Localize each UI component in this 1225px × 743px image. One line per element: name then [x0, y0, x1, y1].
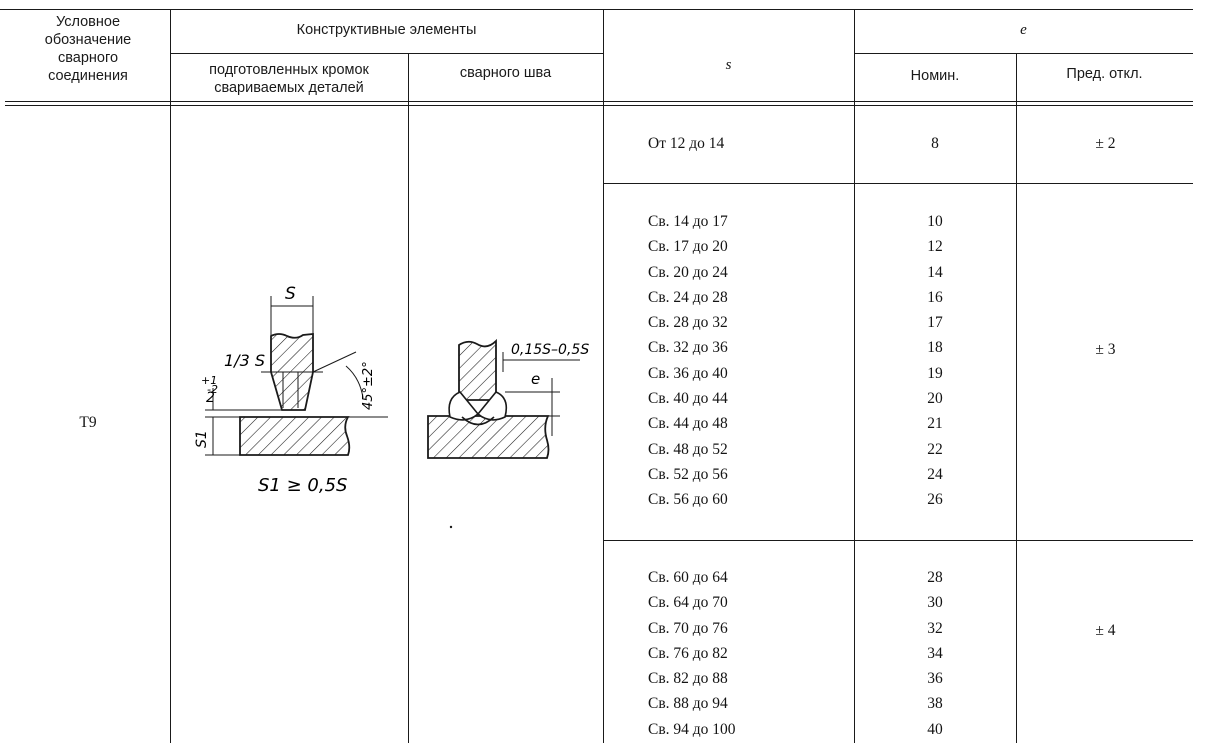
- list-item: Св. 14 до 17: [648, 213, 728, 230]
- list-item: 10: [927, 213, 943, 230]
- subheader-rule-structural: [170, 53, 603, 54]
- list-item: Св. 24 до 28: [648, 288, 728, 306]
- list-item: Св. 36 до 40: [648, 364, 728, 382]
- weld-upper-plate: [458, 338, 497, 401]
- list-item: 12: [927, 238, 943, 256]
- weld-lower-plate: [427, 415, 550, 459]
- list-item: 22: [927, 440, 943, 458]
- col-divider-5: [1016, 53, 1017, 743]
- col-divider-1: [170, 9, 171, 743]
- third-s-label: 1/3 S: [224, 351, 265, 370]
- list-item: Св. 44 до 48: [648, 415, 728, 433]
- weld-e-label: e: [531, 370, 540, 388]
- list-item: 8: [931, 135, 939, 152]
- list-item: 28: [927, 569, 943, 586]
- scan-dot: [449, 525, 453, 529]
- gap-upper-tolerance: +1: [201, 374, 217, 387]
- list-item: 16: [927, 288, 943, 306]
- row-designation: Т9: [79, 414, 97, 431]
- list-item: 40: [927, 720, 943, 738]
- angle-label: 45°±2°: [361, 361, 376, 410]
- list-item: 21: [927, 415, 943, 433]
- list-item: Св. 64 до 70: [648, 594, 728, 612]
- list-item: 34: [927, 644, 943, 662]
- gap-lower-tolerance: -2: [207, 383, 218, 396]
- header-prepared-edges: подготовленных кромок свариваемых детале…: [209, 62, 369, 96]
- list-item: Св. 52 до 56: [648, 465, 728, 483]
- s1-label: S1: [194, 430, 210, 448]
- group-rule-1: [603, 183, 1193, 184]
- list-item: 36: [927, 670, 943, 688]
- list-item: Св. 56 до 60: [648, 491, 728, 509]
- list-item: Св. 70 до 76: [648, 619, 728, 637]
- nominal-list-1: 8: [855, 131, 1015, 156]
- weld-drawing: 0,15S–0,5S e: [427, 338, 589, 529]
- deviation-3: ± 4: [1095, 622, 1116, 639]
- list-item: Св. 60 до 64: [648, 569, 728, 586]
- list-item: Св. 82 до 88: [648, 670, 728, 688]
- list-item: Св. 32 до 36: [648, 339, 728, 357]
- col-divider-4: [854, 9, 855, 743]
- s-dimension-label: S: [285, 284, 296, 304]
- s-range-list-2: Св. 14 до 17 Св. 17 до 20 Св. 20 до 24 С…: [648, 209, 848, 513]
- header-rule-2: [5, 105, 1193, 106]
- col-divider-2: [408, 53, 409, 743]
- list-item: 26: [927, 491, 943, 509]
- weld-offset-label: 0,15S–0,5S: [511, 342, 589, 358]
- col-divider-3: [603, 9, 604, 743]
- s-range-list-1: От 12 до 14: [648, 131, 848, 156]
- list-item: От 12 до 14: [648, 135, 725, 152]
- top-rule: [0, 9, 1193, 10]
- lower-plate-shape: [239, 416, 351, 456]
- list-item: 30: [927, 594, 943, 612]
- header-designation: Условное обозначение сварного соединения: [44, 14, 132, 84]
- weld-dimension-lines: [502, 352, 580, 436]
- header-structural: Конструктивные элементы: [296, 22, 477, 38]
- gap-label: 2: [206, 390, 215, 406]
- group-rule-2: [603, 540, 1193, 541]
- prepared-edges-drawing: S 1/3 S 2 +1 -2 45°±2° S1 S1 ≥ 0,5S: [194, 284, 388, 496]
- s-range-list-3: Св. 60 до 64 Св. 64 до 70 Св. 70 до 76 С…: [648, 565, 848, 742]
- deviation-2: ± 3: [1095, 341, 1116, 358]
- header-s: s: [725, 57, 732, 73]
- thickness-condition: S1 ≥ 0,5S: [258, 475, 347, 496]
- list-item: 20: [927, 390, 943, 408]
- weld-bead: [448, 391, 508, 426]
- list-item: 18: [927, 339, 943, 357]
- list-item: Св. 20 до 24: [648, 263, 728, 281]
- list-item: Св. 94 до 100: [648, 720, 736, 738]
- nominal-list-3: 28 30 32 34 36 38 40: [855, 565, 1015, 742]
- subheader-rule-e: [854, 53, 1193, 54]
- list-item: Св. 48 до 52: [648, 440, 728, 458]
- header-rule-1: [5, 101, 1193, 102]
- header-weld: сварного шва: [459, 65, 552, 81]
- list-item: Св. 76 до 82: [648, 644, 728, 662]
- list-item: 24: [927, 465, 943, 483]
- dimension-lines: [205, 296, 388, 456]
- list-item: Св. 28 до 32: [648, 314, 728, 332]
- nominal-list-2: 10 12 14 16 17 18 19 20 21 22 24 26: [855, 209, 1015, 513]
- list-item: Св. 40 до 44: [648, 390, 728, 408]
- list-item: Св. 17 до 20: [648, 238, 728, 256]
- deviation-1: ± 2: [1095, 135, 1116, 152]
- upper-plate-shape: [261, 333, 323, 411]
- list-item: Св. 88 до 94: [648, 695, 728, 713]
- list-item: 19: [927, 364, 943, 382]
- list-item: 38: [927, 695, 943, 713]
- list-item: 14: [927, 263, 943, 281]
- list-item: 17: [927, 314, 943, 332]
- header-deviation: Пред. откл.: [1066, 66, 1143, 82]
- header-nominal: Номин.: [910, 68, 960, 84]
- list-item: 32: [927, 619, 943, 637]
- header-e: e: [1020, 22, 1027, 38]
